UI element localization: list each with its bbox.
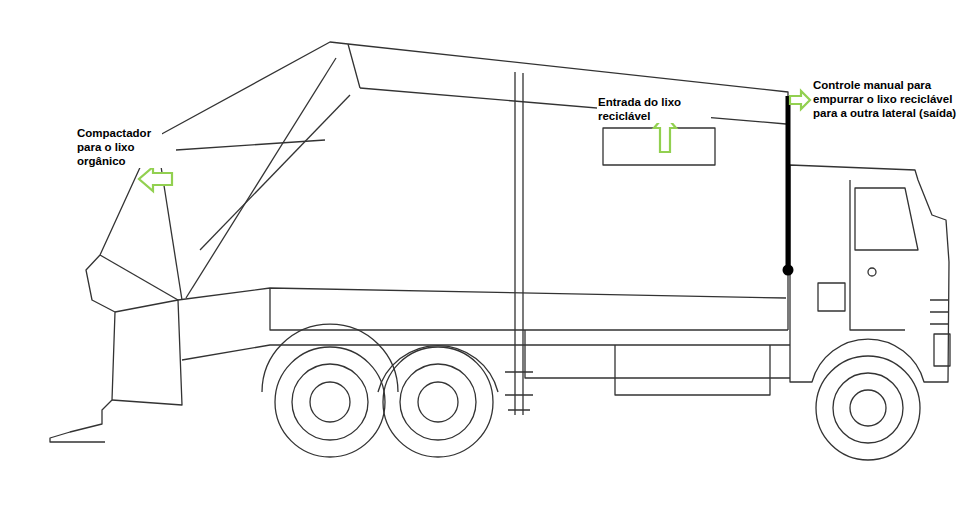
compactor-label: Compactador para o lixo orgânico: [76, 126, 162, 168]
control-label: Controle manual para empurrar o lixo rec…: [812, 78, 960, 120]
inlet-label: Entrada do lixo reciclável: [597, 95, 711, 123]
